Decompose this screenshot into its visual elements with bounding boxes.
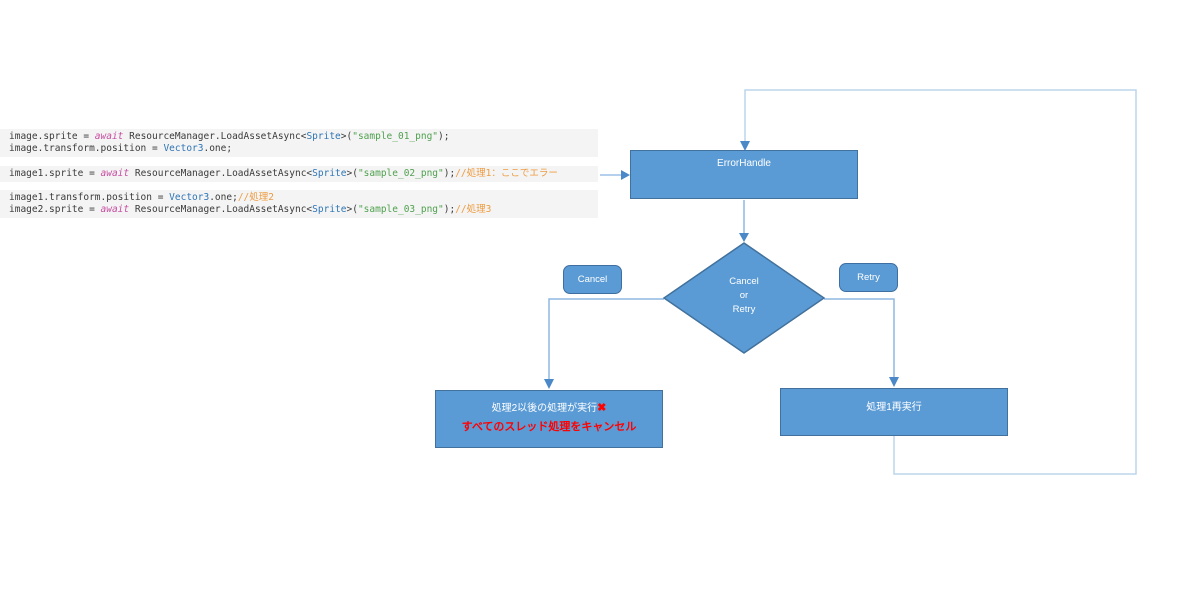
errorhandle-label: ErrorHandle — [717, 158, 771, 169]
code-token: Vector3 — [163, 143, 204, 154]
code-token: "sample_01_png" — [352, 131, 439, 142]
code-block: image1.transform.position = Vector3.one;… — [0, 190, 598, 218]
code-block: image.sprite = await ResourceManager.Loa… — [0, 129, 598, 157]
cancel-result-box: 処理2以後の処理が実行✖ すべてのスレッド処理をキャンセル — [435, 390, 663, 448]
code-block-error-line: image1.sprite = await ResourceManager.Lo… — [0, 166, 598, 182]
code-line: image2.sprite = await ResourceManager.Lo… — [0, 204, 598, 216]
cancel-result-line1: 処理2以後の処理が実行✖ — [436, 399, 662, 414]
code-token: .one; — [203, 143, 233, 154]
code-token: ); — [443, 168, 456, 179]
code-arrowhead-icon — [621, 170, 630, 180]
code-token: Sprite — [312, 204, 347, 215]
code-token: ResourceManager.LoadAssetAsync< — [129, 204, 313, 215]
code-token: "sample_02_png" — [357, 168, 444, 179]
code-token: await — [100, 168, 130, 179]
code-token: >( — [346, 204, 358, 215]
loop-connector — [744, 89, 1137, 475]
code-token: "sample_03_png" — [357, 204, 444, 215]
retry-branch-label: Retry — [839, 263, 898, 292]
code-token: Sprite — [312, 168, 347, 179]
cross-icon: ✖ — [597, 402, 607, 414]
code-line: image.sprite = await ResourceManager.Loa… — [0, 131, 598, 143]
code-line: image.transform.position = Vector3.one; — [0, 143, 598, 155]
retry-result-box: 処理1再実行 — [780, 388, 1008, 436]
cancel-result-line2: すべてのスレッド処理をキャンセル — [461, 421, 637, 433]
code-token: ); — [443, 204, 456, 215]
retry-arrowhead-icon — [889, 377, 899, 387]
errorhandle-box: ErrorHandle — [630, 150, 858, 199]
code-token: await — [100, 204, 130, 215]
cancel-branch-label: Cancel — [563, 265, 622, 294]
code-token: Vector3 — [169, 192, 210, 203]
code-token: >( — [346, 168, 358, 179]
code-line: image1.transform.position = Vector3.one;… — [0, 192, 598, 204]
code-token: image2.sprite = — [9, 204, 101, 215]
code-token: image.transform.position = — [9, 143, 164, 154]
code-token: //処理2 — [237, 192, 274, 203]
cancel-result-text: 処理2以後の処理が実行 — [491, 403, 598, 414]
retry-result-label: 処理1再実行 — [866, 402, 922, 413]
code-token: ResourceManager.LoadAssetAsync< — [129, 168, 313, 179]
decision-label: Cancel or Retry — [729, 276, 759, 315]
cancel-label: Cancel — [577, 274, 608, 285]
code-token: //処理1：ここでエラー — [455, 168, 558, 179]
retry-label: Retry — [857, 272, 880, 283]
decision-to-cancel-connector — [548, 298, 664, 380]
code-token: image1.transform.position = — [9, 192, 170, 203]
code-token: //処理3 — [455, 204, 492, 215]
decision-to-retry-connector — [824, 298, 895, 378]
code-token: image1.sprite = — [9, 168, 101, 179]
code-token: Sprite — [306, 131, 341, 142]
decision-diamond — [662, 242, 826, 354]
code-token: ); — [438, 131, 450, 142]
code-token: ResourceManager.LoadAssetAsync< — [123, 131, 307, 142]
code-token: image.sprite = — [9, 131, 95, 142]
decision-arrowhead-icon — [739, 233, 749, 242]
loop-arrowhead-icon — [740, 141, 750, 151]
cancel-arrowhead-icon — [544, 379, 554, 389]
code-token: await — [94, 131, 124, 142]
code-line: image1.sprite = await ResourceManager.Lo… — [0, 168, 598, 180]
code-token: .one; — [209, 192, 238, 203]
code-token: >( — [340, 131, 353, 142]
